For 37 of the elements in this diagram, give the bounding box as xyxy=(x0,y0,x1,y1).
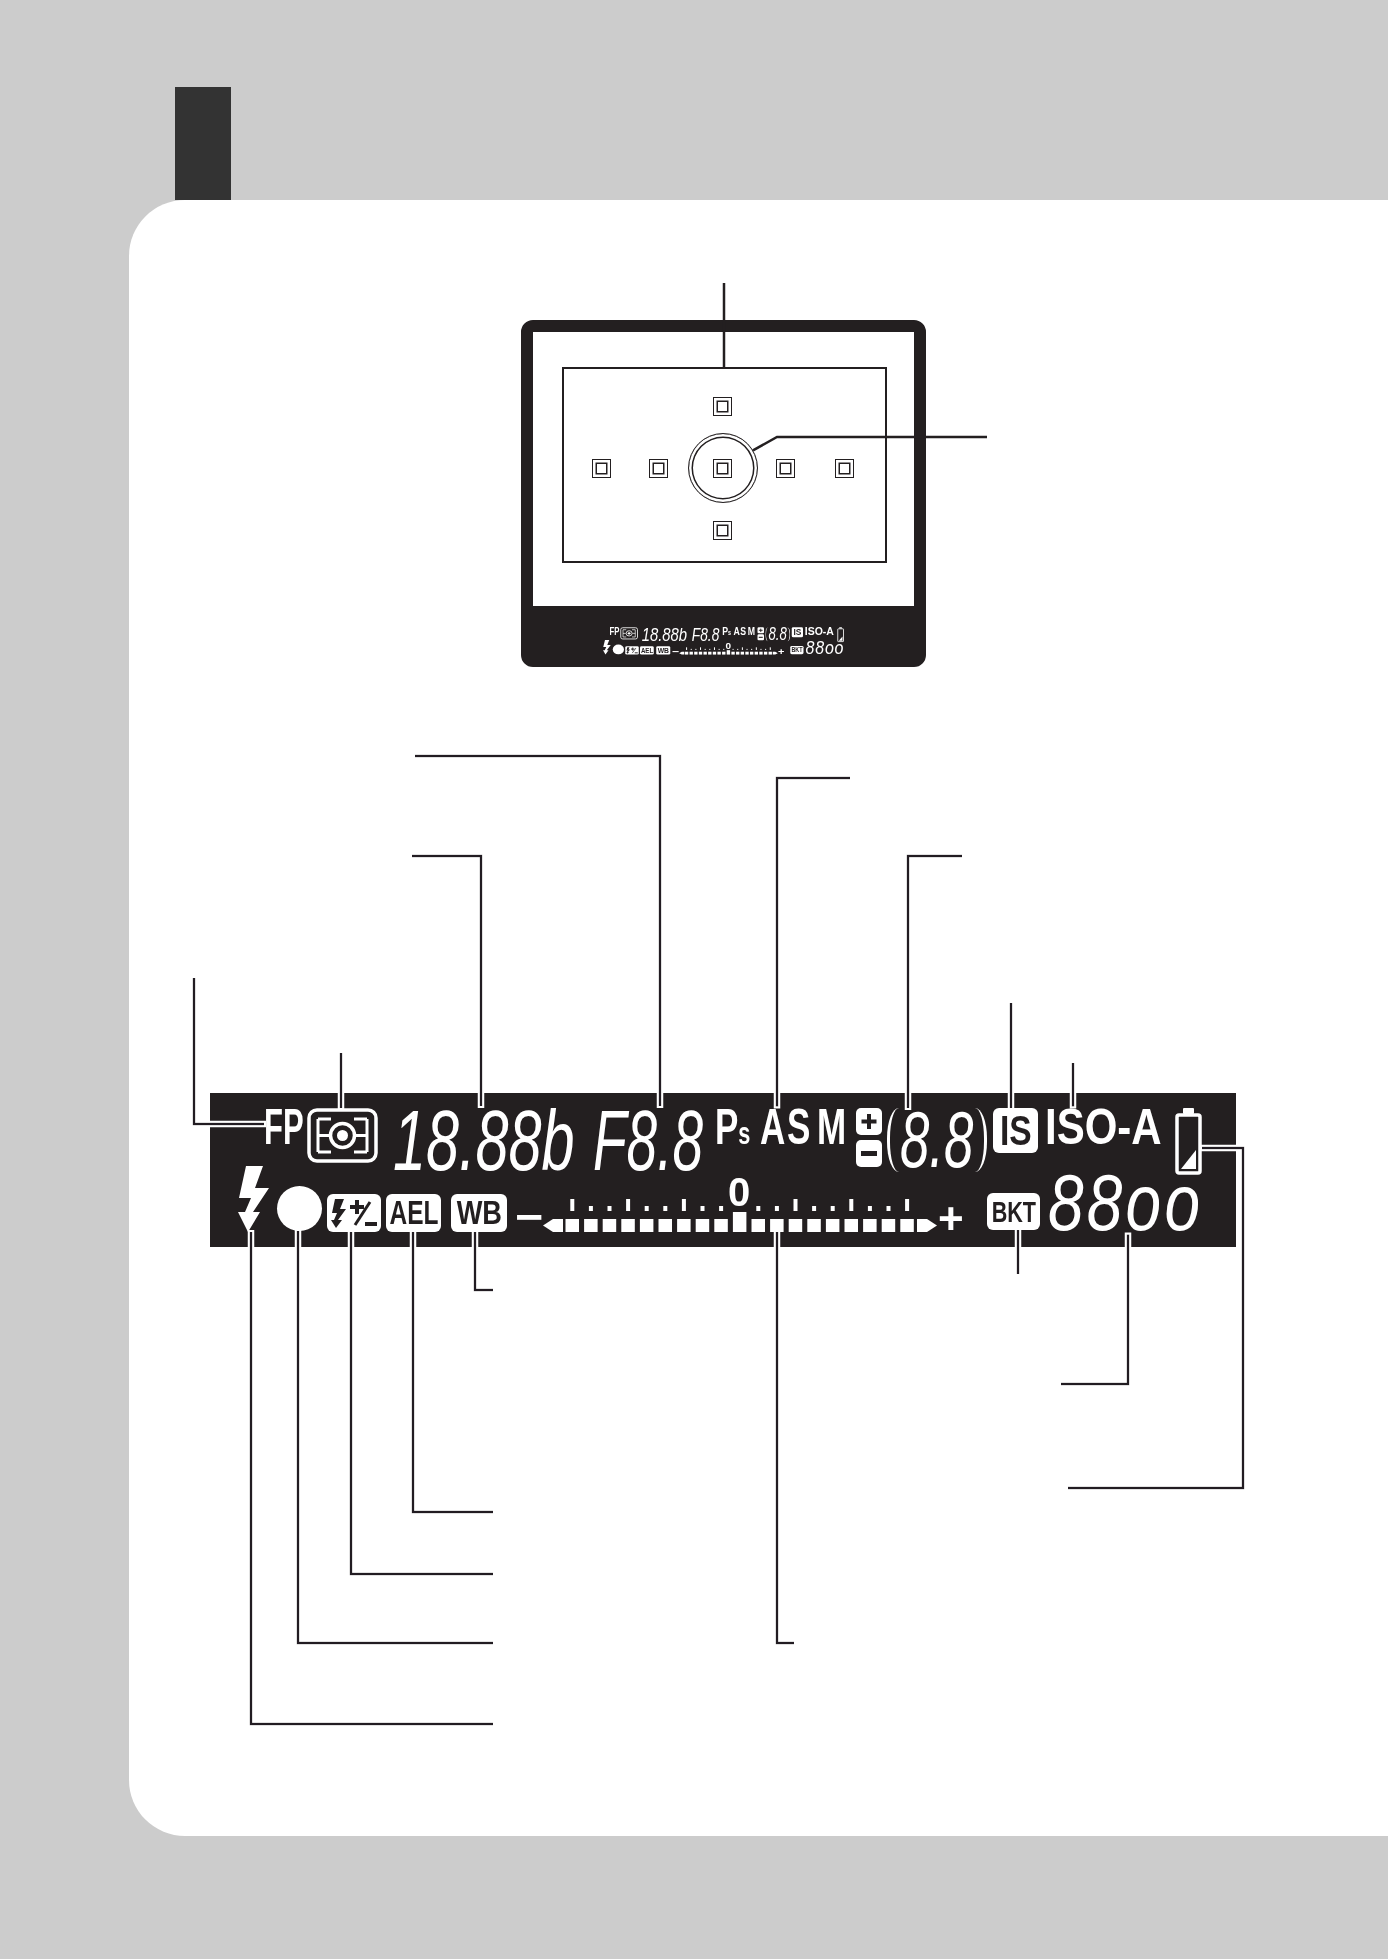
iso-indicator: ISO-A xyxy=(1045,1106,1162,1147)
shutter-speed-digits: 18.88b xyxy=(393,1106,580,1175)
ael-indicator: AEL xyxy=(386,1194,441,1232)
iso-indicator: ISO-A xyxy=(804,626,834,636)
bracketed-digits: 8.8 xyxy=(887,1108,987,1172)
flash-plus-minus-icon xyxy=(327,1194,381,1232)
fp-indicator: FP xyxy=(264,1106,304,1147)
zero-mark: 0 xyxy=(728,1175,751,1208)
is-indicator: IS xyxy=(791,627,803,638)
af-frame xyxy=(562,367,887,563)
aperture-digits: F8.8 xyxy=(691,626,721,642)
metering-icon xyxy=(307,1108,378,1163)
counter-digits: 88oo xyxy=(1048,1170,1209,1235)
dot-icon xyxy=(277,1186,322,1231)
mode-letter: S xyxy=(787,1106,811,1147)
is-indicator: IS xyxy=(993,1108,1038,1153)
leader-line xyxy=(1068,1146,1245,1490)
spot-circle xyxy=(687,432,758,503)
leader-line xyxy=(752,435,987,452)
shutter-speed-digits: 18.88b xyxy=(641,626,689,642)
aperture-digits: F8.8 xyxy=(593,1106,708,1175)
mode-letter: S xyxy=(740,626,747,636)
mode-letter: A xyxy=(733,626,740,636)
fp-indicator: FP xyxy=(609,626,620,636)
zero-mark: 0 xyxy=(725,642,732,650)
plus-sign: + xyxy=(778,648,785,655)
mode-letter: M xyxy=(817,1106,847,1147)
counter-digits: 88oo xyxy=(805,641,846,656)
battery-icon xyxy=(1175,1108,1202,1175)
leader-line xyxy=(722,283,726,367)
bkt-indicator: BKT xyxy=(987,1193,1040,1230)
wb-indicator: WB xyxy=(451,1194,507,1232)
mode-letter: M xyxy=(747,626,756,636)
minus-sign: − xyxy=(672,648,680,655)
plus-sign: + xyxy=(938,1205,964,1232)
minus-sign: − xyxy=(515,1204,544,1231)
mode-letter: A xyxy=(760,1106,786,1147)
